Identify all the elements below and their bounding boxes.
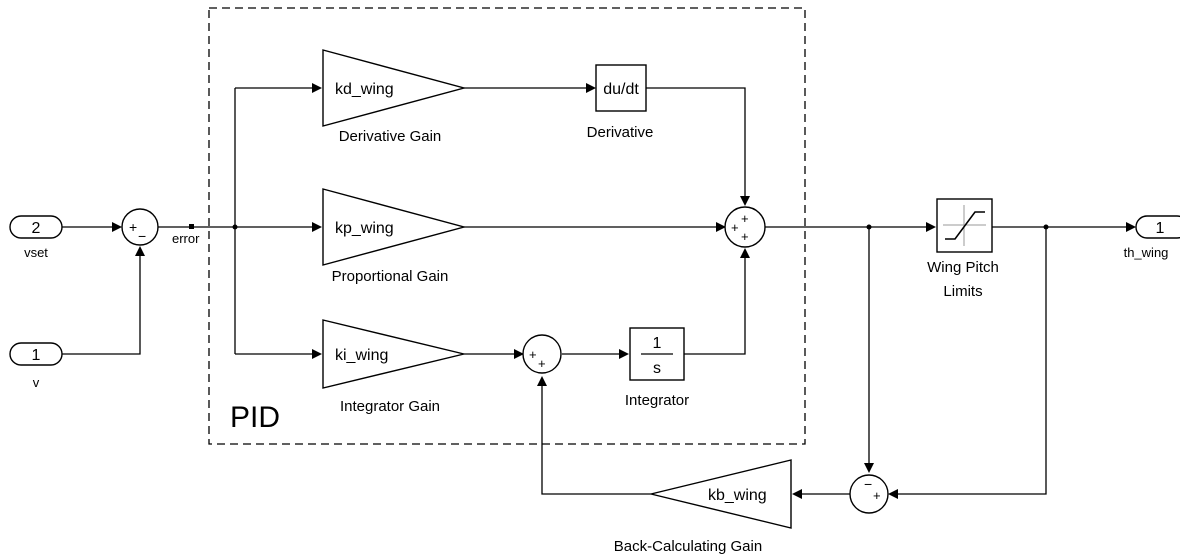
pid-sum-sign-1: + — [741, 211, 749, 226]
inport-v[interactable]: 1 — [9, 342, 63, 366]
inport-v-number: 1 — [32, 347, 41, 364]
inport-vset-number: 2 — [32, 220, 41, 237]
saturation-icon — [945, 211, 985, 240]
inport-v-name: v — [33, 375, 40, 390]
pid-sum-block[interactable]: + + + — [724, 206, 766, 248]
inport-vset[interactable]: 2 — [9, 215, 63, 239]
saturation-name-line1: Wing Pitch — [927, 259, 999, 276]
error-sum-sign-2: − — [138, 228, 146, 244]
back-calc-gain-block[interactable]: kb_wing — [650, 459, 792, 529]
integrator-block-name: Integrator — [625, 392, 689, 409]
derivative-block[interactable]: du/dt — [595, 64, 647, 112]
proportional-gain-name: Proportional Gain — [332, 268, 449, 285]
proportional-gain-param: kp_wing — [335, 220, 394, 237]
back-calc-gain-name: Back-Calculating Gain — [614, 538, 762, 555]
outport-th-wing-number: 1 — [1156, 220, 1165, 237]
integrator-gain-block[interactable]: ki_wing — [322, 319, 465, 389]
pid-subsystem-boundary — [208, 7, 806, 445]
saturation-name-line2: Limits — [943, 283, 982, 300]
bc-sum-sign-1: − — [864, 476, 872, 492]
outport-th-wing-name: th_wing — [1124, 245, 1169, 260]
error-signal-marker — [189, 224, 194, 229]
integrator-numerator: 1 — [653, 335, 662, 352]
integ-sum-sign-1: + — [529, 347, 537, 362]
back-calc-gain-param: kb_wing — [708, 487, 767, 504]
derivative-block-text: du/dt — [603, 81, 639, 98]
back-calc-sum-block[interactable]: − + — [849, 474, 889, 514]
pid-sum-sign-2: + — [731, 220, 739, 235]
outport-th-wing[interactable]: 1 — [1135, 215, 1180, 239]
integrator-gain-name: Integrator Gain — [340, 398, 440, 415]
pid-sum-sign-3: + — [741, 229, 749, 244]
integ-sum-sign-2: + — [538, 356, 546, 371]
proportional-gain-block[interactable]: kp_wing — [322, 188, 467, 266]
derivative-gain-block[interactable]: kd_wing — [322, 49, 467, 127]
integrator-denominator: s — [653, 360, 661, 377]
integrator-gain-param: ki_wing — [335, 347, 388, 364]
error-sum-block[interactable]: + − — [121, 208, 159, 246]
derivative-gain-param: kd_wing — [335, 81, 394, 98]
integrator-sum-block[interactable]: + + — [522, 334, 562, 374]
bc-sum-sign-2: + — [873, 488, 881, 503]
inport-vset-name: vset — [24, 245, 48, 260]
derivative-gain-name: Derivative Gain — [339, 128, 442, 145]
saturation-block[interactable] — [936, 198, 993, 253]
error-signal-label: error — [172, 231, 200, 246]
integrator-block[interactable]: 1 s — [629, 327, 685, 381]
derivative-block-name: Derivative — [587, 124, 654, 141]
pid-label: PID — [230, 401, 280, 434]
error-sum-sign-1: + — [129, 219, 137, 235]
